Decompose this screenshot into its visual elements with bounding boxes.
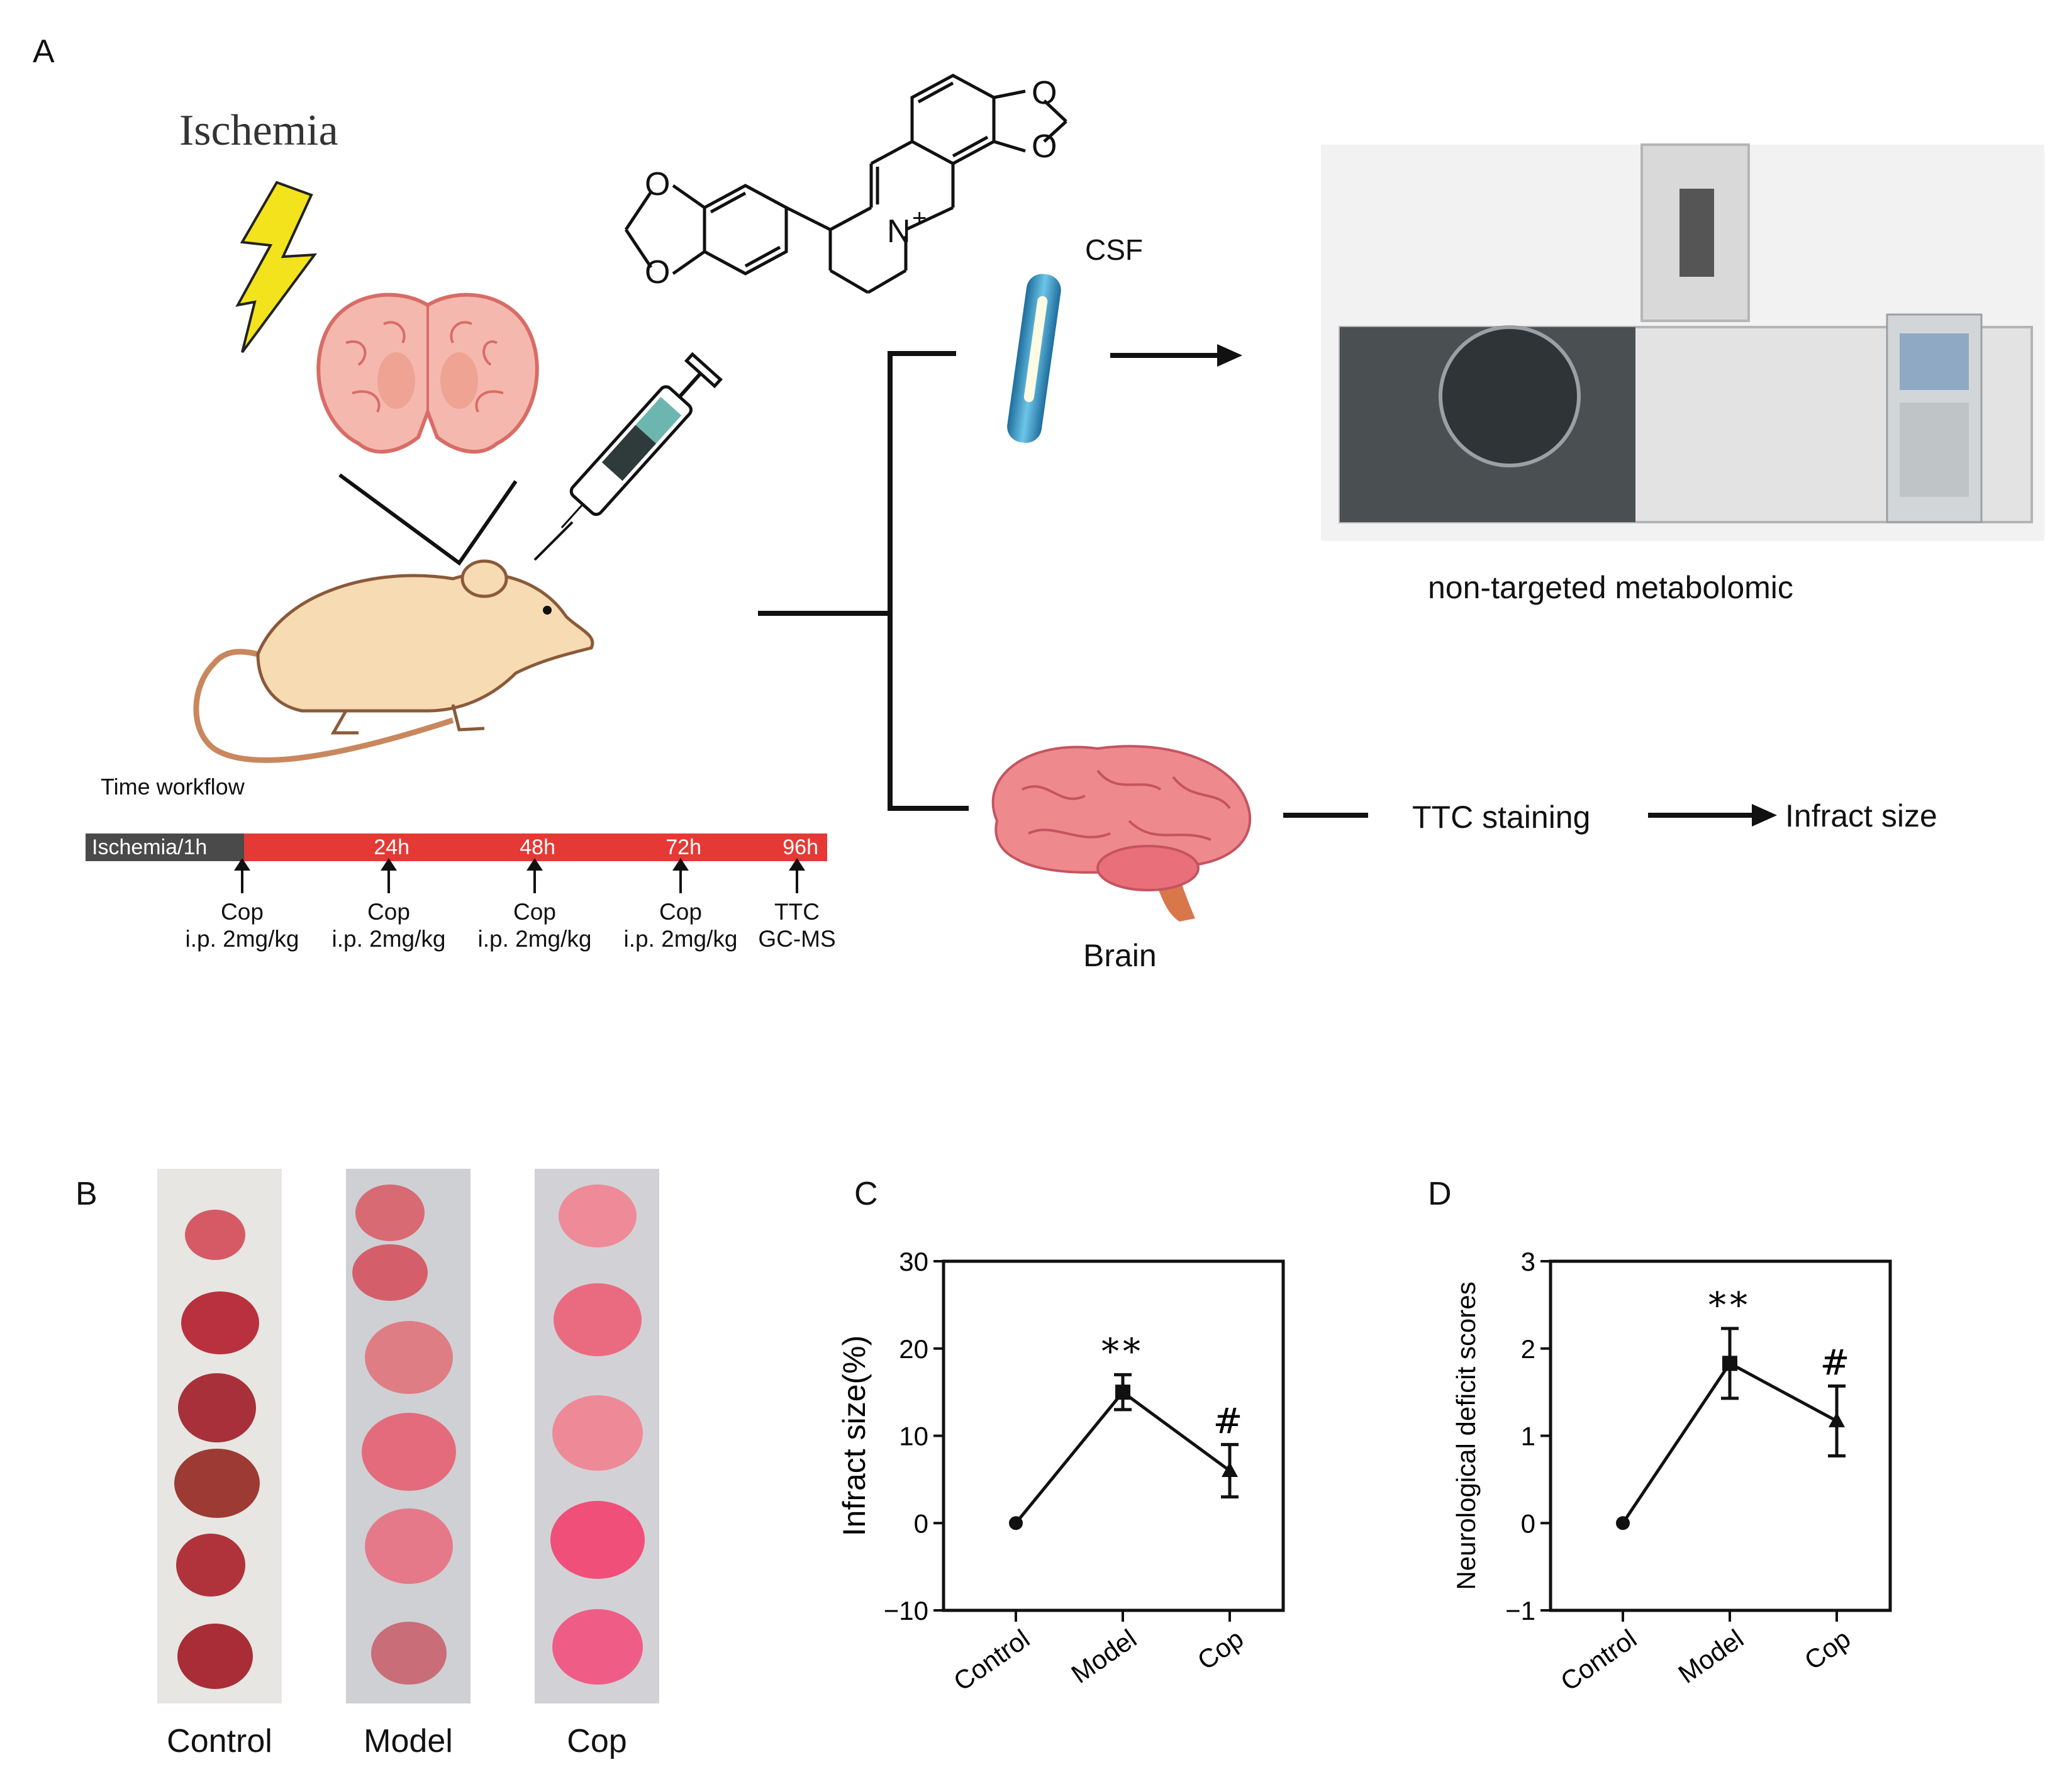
dose-arrow-icon (381, 858, 397, 893)
x-tick-label: Control (948, 1624, 1035, 1697)
data-point (1722, 1356, 1737, 1371)
y-axis-label: Infract size(%) (837, 1335, 872, 1537)
data-point (1829, 1412, 1845, 1427)
infract-size-label: Infract size (1785, 798, 1937, 833)
y-tick-label: 20 (899, 1334, 928, 1364)
y-tick-label: 10 (899, 1422, 928, 1451)
lightning-bolt-icon (235, 181, 318, 354)
ttc-photo-control (157, 1169, 282, 1703)
arrow-right-icon (1648, 804, 1777, 827)
csf-label: CSF (1085, 233, 1143, 266)
x-tick-label: Model (1673, 1624, 1749, 1689)
y-tick-label: 2 (1521, 1334, 1535, 1364)
brain-label: Brain (1083, 938, 1157, 973)
dose-arrow-icon (672, 858, 689, 893)
data-point (1115, 1385, 1130, 1400)
panel-label-c: C (854, 1176, 878, 1212)
panel-label-a: A (33, 33, 55, 70)
ischemia-title: Ischemia (179, 106, 338, 155)
ttc-photo-cop (535, 1169, 659, 1703)
coptisine-structure-icon: O O O O N + (624, 74, 1067, 294)
dose-arrow-icon (234, 858, 250, 893)
metabolomics-label: non-targeted metabolomic (1428, 570, 1793, 605)
arrow-right-icon (1110, 344, 1242, 367)
gcms-instrument-icon (1321, 143, 2044, 541)
timeline-segment-72h: 72h (564, 833, 710, 861)
charge-label: + (912, 204, 927, 232)
data-point (1222, 1462, 1238, 1477)
y-axis-label: Neurological deficit scores (1451, 1281, 1481, 1590)
dose-arrow-icon (789, 858, 805, 893)
ttc-photo-model (346, 1169, 471, 1703)
oxygen-atom-label: O (645, 254, 670, 291)
series-line (1015, 1390, 1231, 1524)
whole-brain-icon (991, 745, 1251, 922)
photo-label-control: Control (167, 1723, 272, 1759)
x-tick-label: Control (1555, 1624, 1642, 1697)
branch-bracket (758, 351, 969, 811)
connector-lines (338, 473, 518, 566)
y-tick-label: 30 (899, 1247, 928, 1276)
y-tick-label: −10 (884, 1596, 928, 1625)
x-tick-label: Model (1066, 1624, 1142, 1689)
y-tick-label: −1 (1505, 1596, 1535, 1625)
significance-marker: ** (1101, 1331, 1144, 1372)
timeline-segment-24h: 24h (244, 833, 418, 861)
timeline-segment-ischemia: Ischemia/1h (86, 833, 244, 861)
x-tick-label: Cop (1799, 1624, 1856, 1676)
significance-marker: # (1820, 1342, 1854, 1383)
data-point (1616, 1516, 1630, 1530)
significance-marker: # (1213, 1401, 1247, 1442)
timeline-title: Time workflow (101, 774, 245, 800)
csf-tube-icon (1007, 274, 1061, 443)
ttc-staining-label: TTC staining (1412, 800, 1591, 835)
y-tick-label: 3 (1521, 1247, 1535, 1276)
brain-section-icon (316, 293, 539, 454)
timeline-segment-48h: 48h (418, 833, 564, 861)
y-tick-label: 0 (1521, 1508, 1535, 1538)
timeline-segment-96h: 96h (710, 833, 827, 861)
rat-icon (193, 559, 594, 763)
x-tick-label: Cop (1192, 1624, 1249, 1676)
data-point (1009, 1516, 1023, 1530)
photo-label-model: Model (364, 1723, 453, 1759)
dash-connector (1283, 813, 1368, 818)
y-tick-label: 0 (914, 1508, 928, 1538)
syringe-icon (533, 352, 723, 561)
photo-label-cop: Cop (567, 1723, 627, 1759)
oxygen-atom-label: O (645, 166, 670, 203)
oxygen-atom-label: O (1032, 128, 1057, 165)
oxygen-atom-label: O (1032, 75, 1057, 111)
y-tick-label: 1 (1521, 1422, 1535, 1451)
panel-label-b: B (75, 1176, 97, 1212)
dose-arrow-icon (526, 858, 543, 893)
panel-label-d: D (1428, 1176, 1452, 1212)
nitrogen-atom-label: N (887, 213, 911, 250)
significance-marker: ** (1708, 1285, 1751, 1326)
